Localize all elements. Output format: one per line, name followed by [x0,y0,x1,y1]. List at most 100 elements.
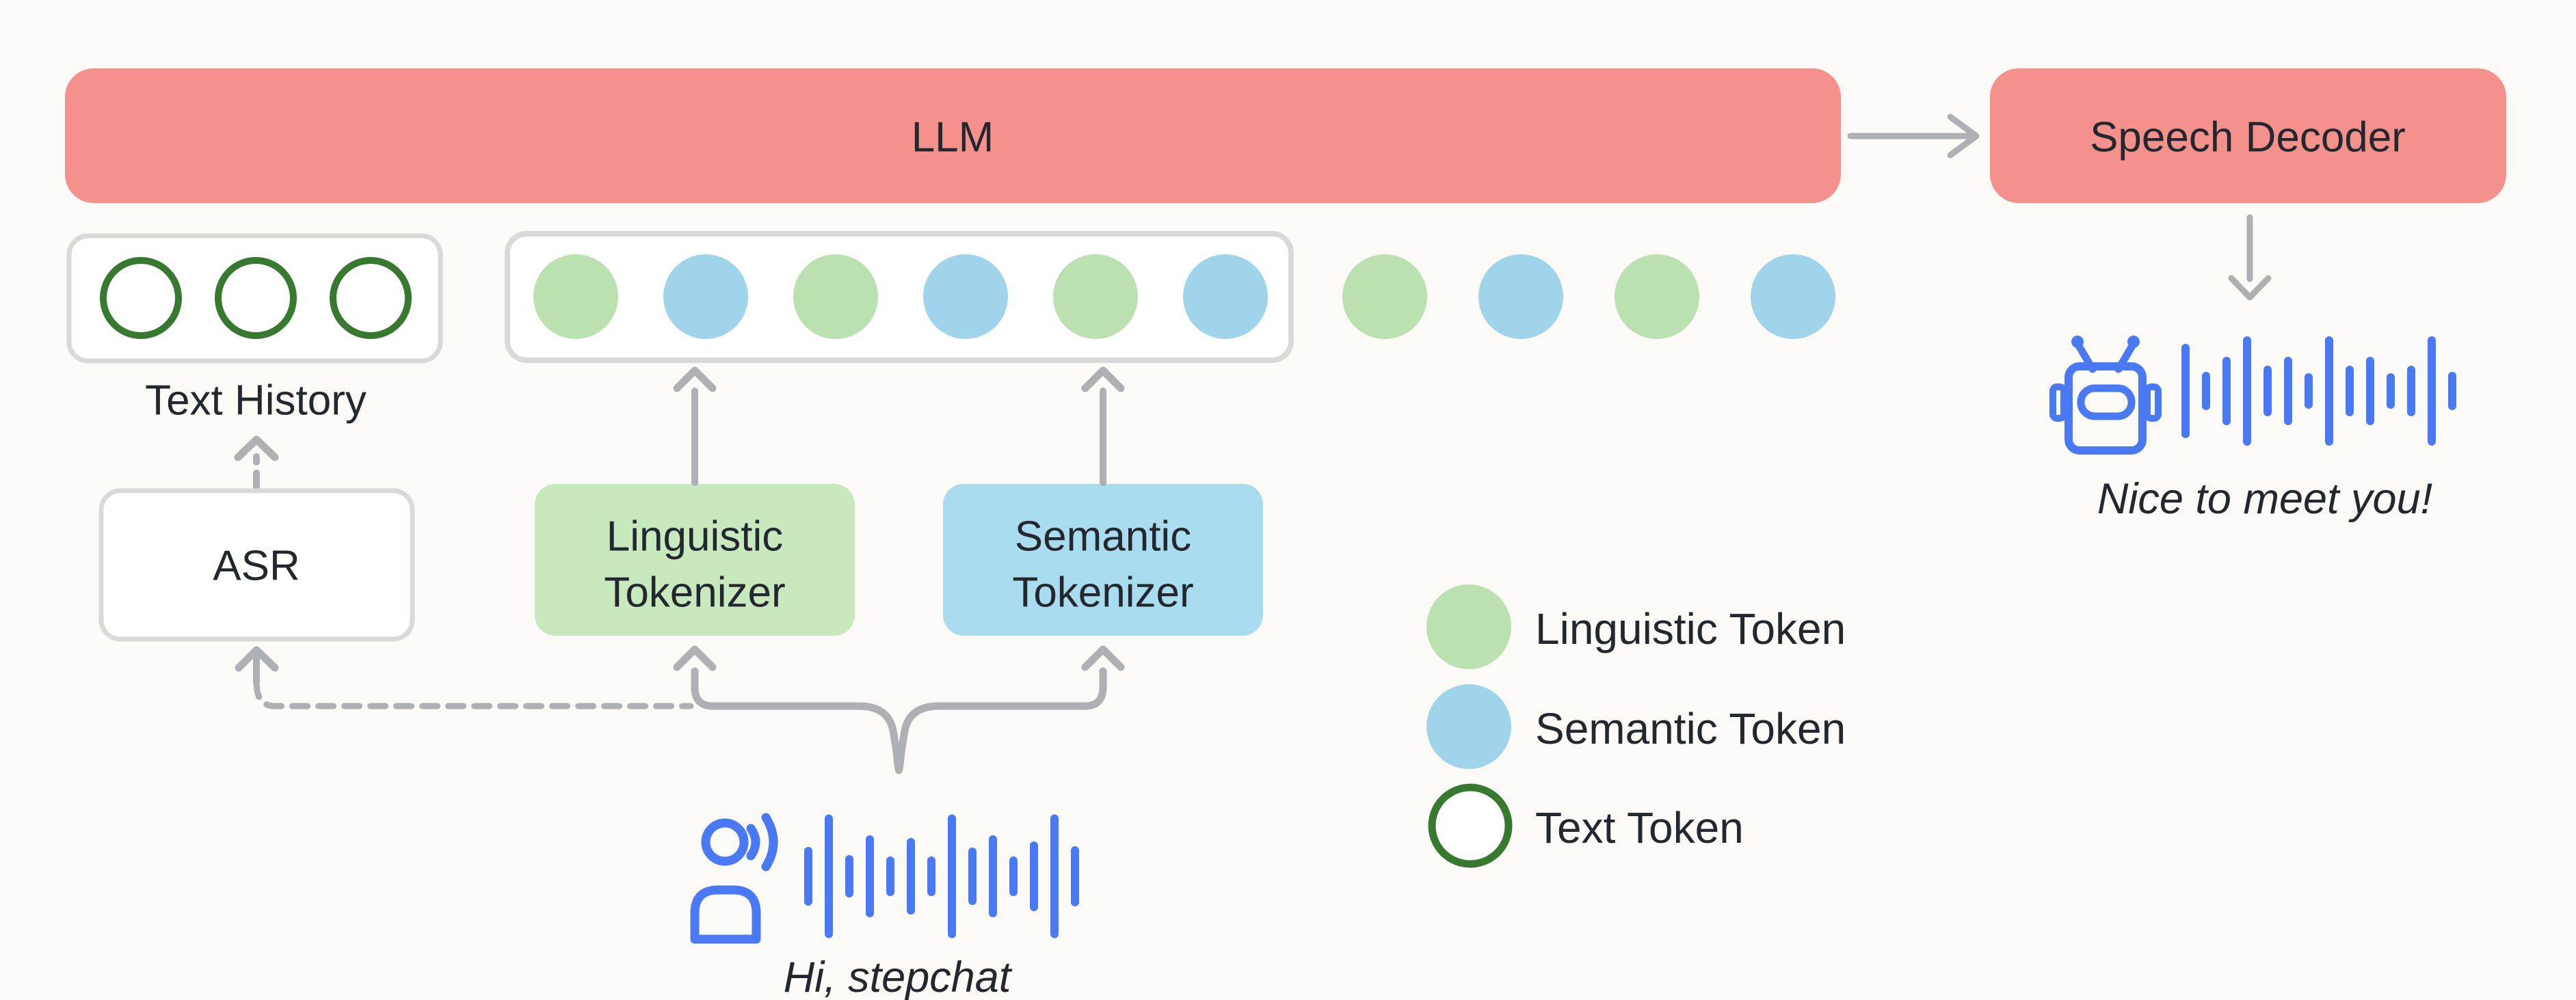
waveform-bar [845,855,853,897]
legend: Linguistic Token Semantic Token Text Tok… [1426,584,1846,868]
waveform-bar [886,856,894,896]
waveform-bar [927,856,935,896]
brace-path [691,667,1107,774]
waveform-bar [968,848,977,905]
linguistic-tokenizer-node: Linguistic Tokenizer [535,484,855,636]
legend-label: Text Token [1535,803,1744,852]
person-head [701,818,749,866]
semantic-token-circle [1478,254,1563,339]
decoder-to-speech-arrow [2228,214,2272,301]
semantic-token-circle [1183,254,1268,339]
robot-left-antenna-tip [2071,336,2084,348]
semantic-token-circle [663,254,748,339]
arrow-up-icon [673,645,717,671]
semantic-token-circle [923,254,1008,339]
asr-box [98,488,415,642]
robot-right-antenna [2114,342,2136,373]
semantic-token-circle [1751,254,1835,339]
linguistic-token-circle [793,254,878,339]
llm-box [65,68,1841,203]
asr-label: ASR [213,543,300,590]
semantic-tokenizer-box [943,484,1263,636]
legend-label: Linguistic Token [1535,604,1846,653]
robot-left-ear [2049,383,2067,422]
waveform-bar [1071,846,1079,906]
text-history-node: Text History [66,233,443,424]
waveform-bar [2387,373,2395,409]
arrow-right-icon [1947,113,1980,159]
text-token-circle [330,257,412,339]
linguistic-token-circle [1053,254,1138,339]
waveform-bar [2305,373,2313,409]
assistant-speech-output: Nice to meet you! [2049,336,2456,523]
waveform-bar [825,814,833,938]
user-speech-caption: Hi, stepchat [784,954,1013,1000]
waveform-bar [1030,841,1038,911]
semantic-to-tokens-arrow [1081,366,1125,486]
waveform-bar [2346,366,2354,416]
speech-to-tokenizers-brace [673,645,1125,774]
waveform-bar [1050,814,1059,938]
arrow-up-icon [1081,645,1125,671]
waveform-bar [2263,366,2272,416]
arrow-up-icon [1081,366,1125,392]
waveform-bar [1009,856,1018,896]
robot-right-antenna-tip [2127,336,2140,348]
robot-icon [2049,336,2162,455]
linguistic-token-circle [1615,254,1699,339]
semantic-token-swatch [1426,684,1511,769]
waveform-bar [804,847,812,906]
legend-label: Semantic Token [1535,704,1846,753]
waveform-bar [2407,366,2415,416]
linguistic-tokenizer-label-line1: Linguistic [607,513,783,560]
linguistic-tokenizer-label-line2: Tokenizer [604,569,785,617]
text-token-circle [100,257,182,339]
text-history-tokens [100,257,412,339]
waveform-bar [907,838,915,915]
arrow-up-icon [234,435,279,461]
speech-to-asr-arrow [235,646,694,710]
waveform-bar [2428,336,2436,446]
linguistic-to-tokens-arrow [673,366,717,486]
sound-wave-arc-large [761,813,778,871]
waveform-bar [989,835,997,917]
token-circles [533,254,1835,339]
linguistic-token-circle [1342,254,1427,339]
arrow-up-icon [235,646,279,672]
robot-right-ear [2144,383,2162,422]
person-body [690,885,761,944]
semantic-tokenizer-label-line2: Tokenizer [1012,569,1193,617]
waveform-bar [2222,357,2231,425]
text-history-label: Text History [145,377,367,424]
token-sequence-row [505,231,1835,363]
waveform-bar [2366,357,2374,425]
waveform-icon [2181,336,2456,446]
sound-wave-arc-small [746,824,760,861]
token-context-box [505,231,1294,363]
semantic-tokenizer-node: Semantic Tokenizer [943,484,1263,636]
dashed-line [253,679,694,710]
legend-item-linguistic: Linguistic Token [1426,584,1846,669]
waveform-bar [866,835,874,917]
linguistic-token-circle [533,254,618,339]
robot-mouth [2077,384,2136,420]
asr-to-history-arrow [234,435,279,491]
text-token-swatch [1428,783,1513,868]
arrow-up-icon [673,366,717,392]
waveform-icon [804,814,1079,938]
speech-decoder-node: Speech Decoder [1990,68,2506,203]
waveform-bar [2181,344,2190,438]
linguistic-tokenizer-box [535,484,855,636]
speech-decoder-label: Speech Decoder [2090,114,2406,161]
text-token-circle [215,257,297,339]
waveform-bar [2243,336,2251,446]
waveform-bar [2325,336,2333,446]
waveform-bar [2284,357,2292,425]
robot-head [2064,362,2147,455]
llm-to-decoder-arrow [1847,113,1980,159]
speech-decoder-box [1990,68,2506,203]
llm-label: LLM [912,114,994,161]
legend-item-text: Text Token [1428,783,1744,868]
arrow-down-icon [2228,275,2272,301]
waveform-bar [948,814,956,938]
